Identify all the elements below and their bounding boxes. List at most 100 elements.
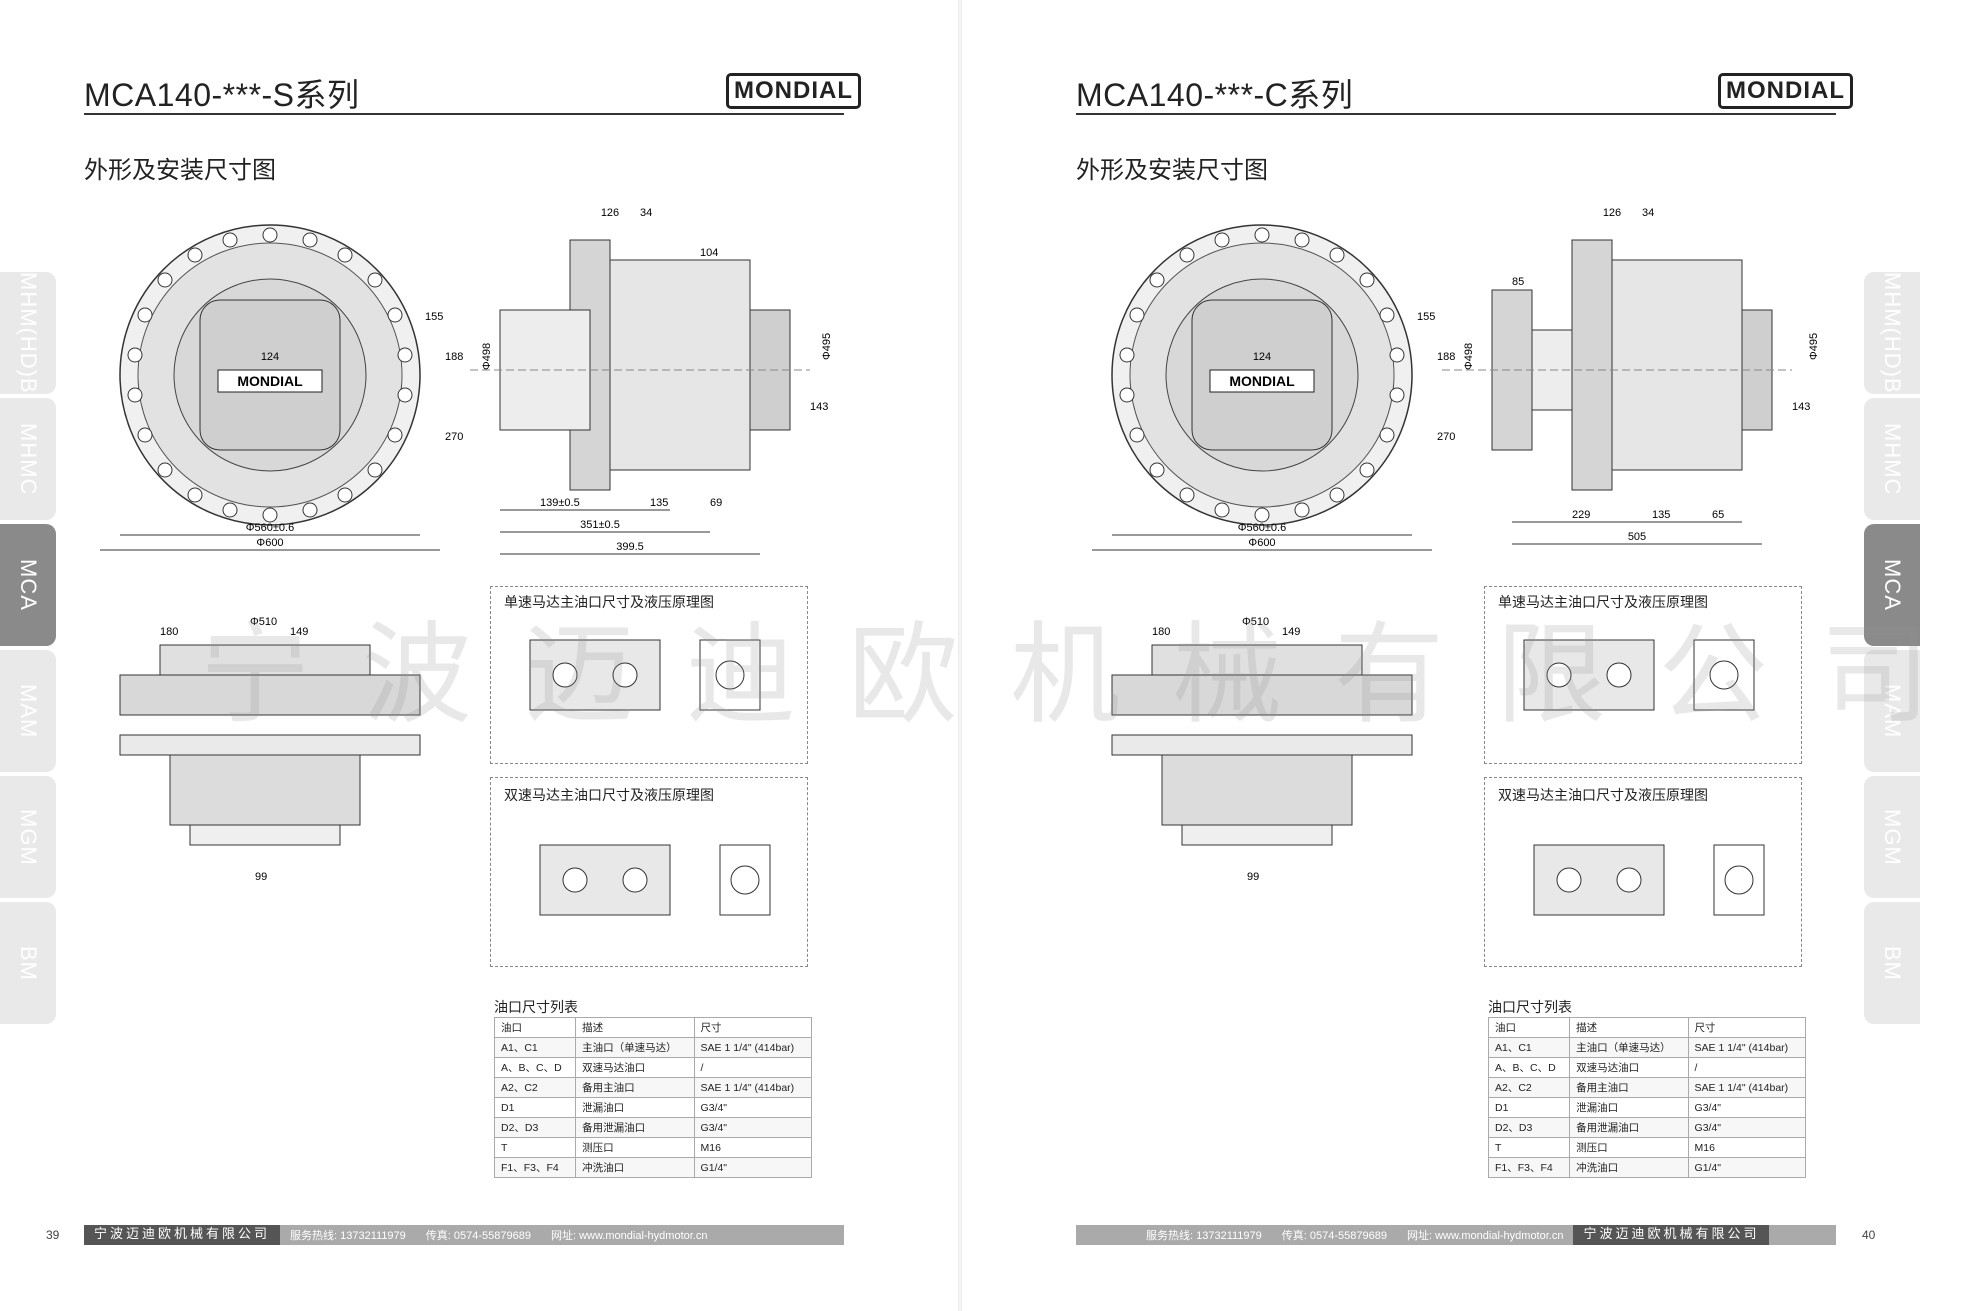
title-rule [84, 113, 844, 115]
single-speed-box [1484, 586, 1802, 764]
table-cell: SAE 1 1/4" (414bar) [1687, 1077, 1807, 1098]
single-speed-port-drawing [529, 639, 761, 711]
dim-w149: 149 [290, 626, 308, 638]
table-cell: M16 [1687, 1137, 1807, 1158]
side-tab[interactable]: MHM(HD)B [0, 272, 56, 394]
footer-company: 宁波迈迪欧机械有限公司 [84, 1225, 281, 1245]
dim-w124: 124 [1253, 351, 1271, 363]
section-subtitle: 外形及安装尺寸图 [84, 157, 276, 184]
dim-d495: Φ495 [821, 333, 833, 360]
table-cell: 测压口 [575, 1137, 695, 1158]
drawing-logo-text: MONDIAL [237, 373, 303, 389]
table-cell: A1、C1 [493, 1037, 577, 1058]
side-tab-active[interactable]: MCA [1864, 524, 1920, 646]
dim-w99: 99 [255, 871, 267, 883]
dim-w399: 399.5 [616, 541, 644, 553]
dim-w104: 104 [700, 247, 718, 259]
side-section-drawing: 126 34 85 Φ498 Φ495 143 229 135 65 505 [1442, 207, 1820, 545]
table-cell: 测压口 [1569, 1137, 1689, 1158]
single-speed-caption: 单速马达主油口尺寸及液压原理图 [1498, 594, 1708, 610]
table-cell: G3/4" [1687, 1117, 1807, 1138]
dim-h155: 155 [1417, 311, 1435, 323]
single-speed-box [490, 586, 808, 764]
table-cell: A、B、C、D [1487, 1057, 1571, 1078]
dim-d495: Φ495 [1808, 333, 1820, 360]
side-section-drawing: 126 34 104 Φ498 Φ495 143 139±0.5 135 69 … [470, 207, 833, 555]
table-cell: D2、D3 [493, 1117, 577, 1138]
dim-w139: 139±0.5 [540, 497, 580, 509]
dim-h270: 270 [1437, 431, 1455, 443]
table-header-row: 油口 描述 尺寸 [1487, 1017, 1807, 1038]
dim-w351: 351±0.5 [580, 519, 620, 531]
footer-fax: 传真: 0574-55879689 [425, 1230, 531, 1242]
page-title: MCA140-***-S系列 [84, 77, 360, 113]
dim-d600: Φ600 [1248, 537, 1275, 549]
table-header-cell: 尺寸 [693, 1017, 813, 1038]
table-cell: M16 [693, 1137, 813, 1158]
dim-d560: Φ560±0.6 [1238, 522, 1286, 534]
side-tab[interactable]: MAM [1864, 650, 1920, 772]
ports-table-title: 油口尺寸列表 [494, 999, 578, 1015]
side-tab[interactable]: MGM [0, 776, 56, 898]
table-cell: 主油口（单速马达） [575, 1037, 695, 1058]
table-cell: / [1687, 1057, 1807, 1078]
dim-w180: 180 [1152, 626, 1170, 638]
footer-fax: 传真: 0574-55879689 [1281, 1230, 1387, 1242]
table-cell: F1、F3、F4 [1487, 1157, 1571, 1178]
dual-speed-caption: 双速马达主油口尺寸及液压原理图 [1498, 787, 1708, 803]
table-cell: D1 [493, 1097, 577, 1118]
table-cell: 主油口（单速马达） [1569, 1037, 1689, 1058]
table-header-cell: 描述 [575, 1017, 695, 1038]
front-view-drawing: MONDIAL Φ600 Φ560±0.6 155 188 270 124 [1092, 224, 1455, 551]
mondial-logo: MONDIAL [1718, 73, 1853, 109]
footer-website[interactable]: 网址: www.mondial-hydmotor.cn [1406, 1230, 1564, 1242]
mondial-logo: MONDIAL [726, 73, 861, 109]
table-cell: G3/4" [1687, 1097, 1807, 1118]
dual-speed-port-drawing [539, 844, 771, 916]
table-cell: 冲洗油口 [575, 1157, 695, 1178]
dual-speed-box [1484, 777, 1802, 967]
table-cell: 备用主油口 [1569, 1077, 1689, 1098]
front-view-drawing: MONDIAL Φ600 Φ560±0.6 155 188 270 124 [100, 224, 463, 551]
side-tab[interactable]: BM [0, 902, 56, 1024]
table-header-cell: 描述 [1569, 1017, 1689, 1038]
table-header-cell: 油口 [1487, 1017, 1571, 1038]
table-cell: G1/4" [1687, 1157, 1807, 1178]
side-tab-active[interactable]: MCA [0, 524, 56, 646]
side-tab[interactable]: MGM [1864, 776, 1920, 898]
table-cell: T [1487, 1137, 1571, 1158]
dim-h188: 188 [445, 351, 463, 363]
table-cell: A2、C2 [1487, 1077, 1571, 1098]
footer-bar: 服务热线: 13732111979 传真: 0574-55879689 网址: … [1076, 1225, 1836, 1245]
dim-w85: 85 [1512, 276, 1524, 288]
page-number: 40 [1862, 1228, 1876, 1242]
dim-h155: 155 [425, 311, 443, 323]
side-tab[interactable]: MAM [0, 650, 56, 772]
dim-d560: Φ560±0.6 [246, 522, 294, 534]
side-tab[interactable]: MHMC [1864, 398, 1920, 520]
elevation-drawing: 180 149 Φ510 99 [1111, 616, 1413, 883]
table-cell: SAE 1 1/4" (414bar) [1687, 1037, 1807, 1058]
footer-website[interactable]: 网址: www.mondial-hydmotor.cn [550, 1230, 708, 1242]
page-number: 39 [46, 1228, 60, 1242]
table-cell: G3/4" [693, 1117, 813, 1138]
dim-h188: 188 [1437, 351, 1455, 363]
table-cell: 备用主油口 [575, 1077, 695, 1098]
ports-table-title: 油口尺寸列表 [1488, 999, 1572, 1015]
side-tab[interactable]: BM [1864, 902, 1920, 1024]
table-cell: 备用泄漏油口 [575, 1117, 695, 1138]
table-cell: D2、D3 [1487, 1117, 1571, 1138]
side-tab[interactable]: MHMC [0, 398, 56, 520]
side-tab[interactable]: MHM(HD)B [1864, 272, 1920, 394]
dim-d498: Φ498 [481, 343, 493, 370]
dim-w69: 69 [710, 497, 722, 509]
dim-w126: 126 [1603, 207, 1621, 219]
